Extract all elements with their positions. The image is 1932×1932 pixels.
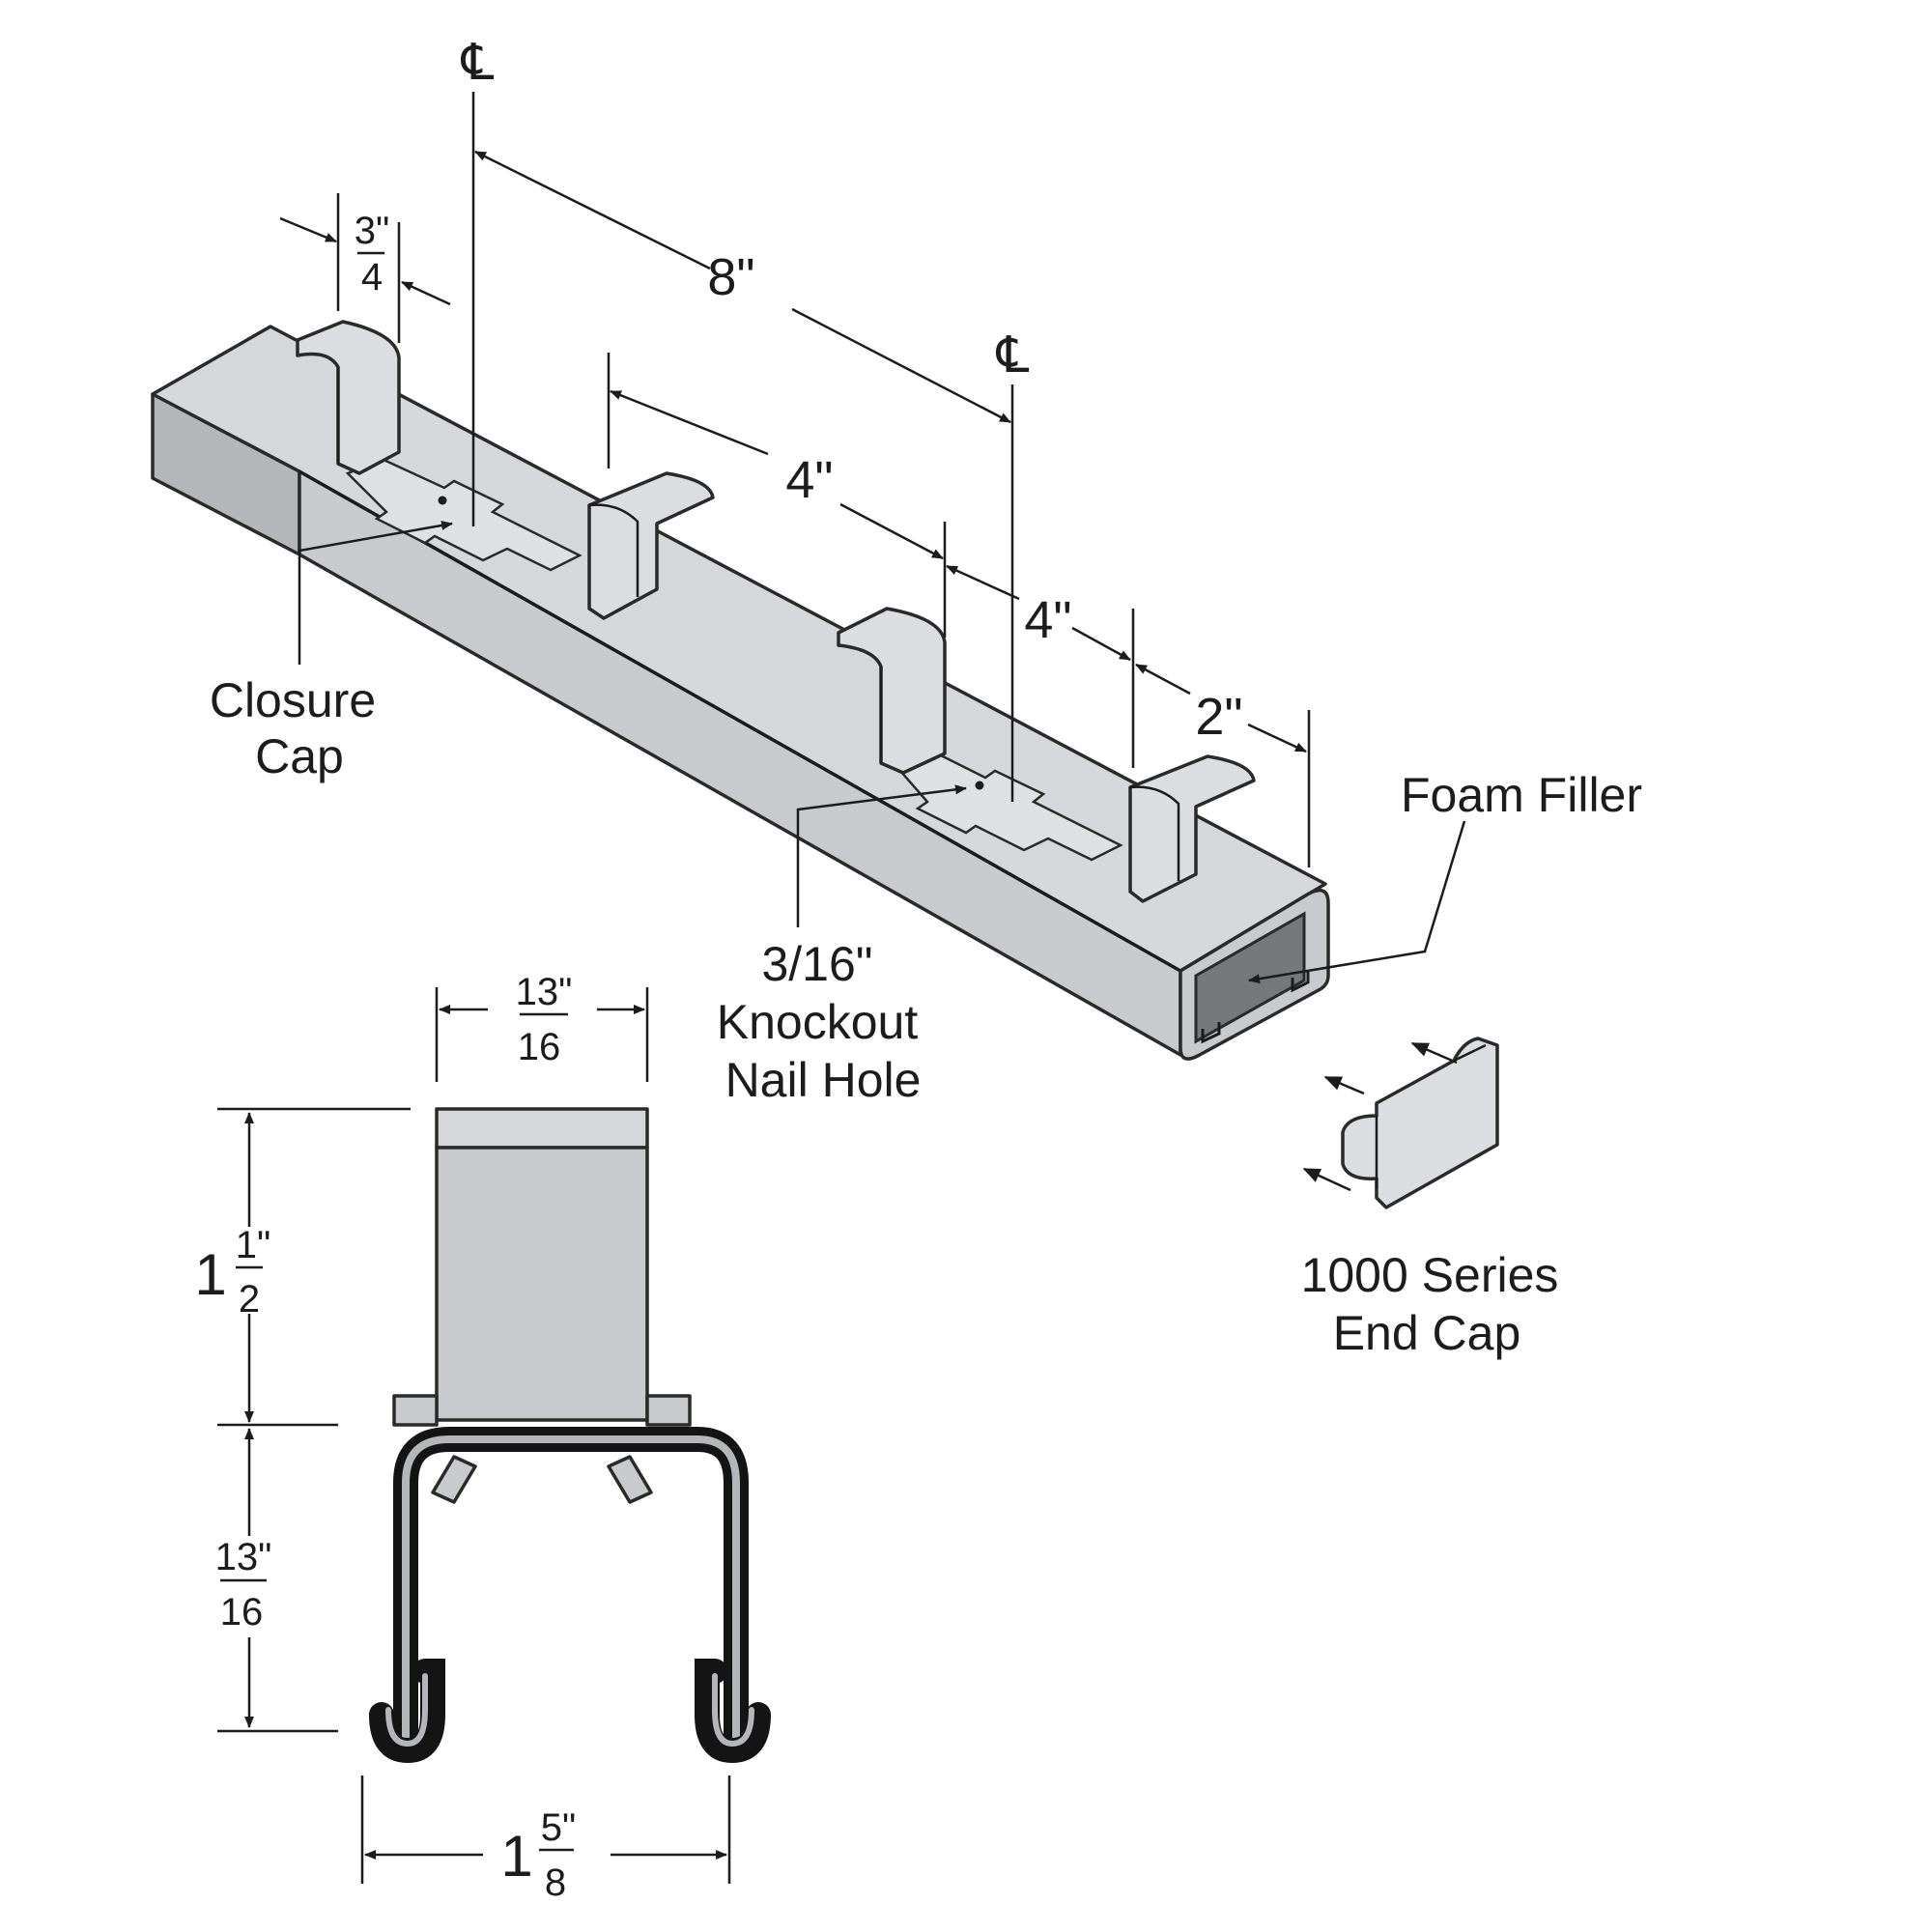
knockout-callout: 3/16" Knockout Nail Hole bbox=[717, 784, 967, 1107]
closure-cap-callout: Closure Cap bbox=[210, 520, 453, 783]
dim-3-4-inch: 3" 4 bbox=[279, 193, 451, 343]
section-ledge-left bbox=[392, 1394, 439, 1427]
knockout-label-2: Knockout bbox=[717, 995, 919, 1049]
dim-4b-label: 4" bbox=[1024, 591, 1071, 649]
channel-lip-left bbox=[1201, 1022, 1221, 1044]
dim-3-4-den: 4 bbox=[361, 256, 383, 298]
dim-8-inch: 8" bbox=[474, 150, 1011, 424]
dim-4-inch-a: 4" bbox=[607, 353, 947, 638]
channel-lip-right bbox=[1291, 970, 1310, 993]
foam-filler-callout: Foam Filler bbox=[1248, 768, 1642, 984]
dim-top-den: 16 bbox=[518, 1026, 561, 1068]
end-cap-body bbox=[1341, 1037, 1499, 1209]
foam-filler-label: Foam Filler bbox=[1401, 768, 1642, 822]
dim-cap-height-den: 2 bbox=[239, 1278, 260, 1321]
centerline-symbol-2: ℄ bbox=[995, 327, 1030, 384]
dim-cap-height-num: 1" bbox=[236, 1224, 270, 1266]
dim-section-channel-height: 13" 16 bbox=[215, 1428, 338, 1733]
centerline-symbol-1: ℄ bbox=[460, 35, 495, 91]
dim-2-label: 2" bbox=[1195, 688, 1242, 746]
dim-section-channel-width: 1 5" 8 bbox=[360, 1776, 731, 1904]
end-cap: 1000 Series End Cap bbox=[1301, 1037, 1559, 1360]
section-ledge-right bbox=[645, 1394, 692, 1427]
dim-channel-width-num: 5" bbox=[541, 1806, 576, 1849]
nail-hole-right bbox=[975, 781, 984, 790]
knockout-label-3: Nail Hole bbox=[725, 1053, 922, 1107]
section-cap-top bbox=[435, 1107, 649, 1150]
dim-3-4-num: 3" bbox=[355, 210, 389, 252]
dim-4a-label: 4" bbox=[785, 451, 833, 509]
section-lip-right bbox=[695, 1659, 771, 1764]
centerline-marks: ℄ ℄ bbox=[460, 35, 1030, 802]
closure-cap-label-2: Cap bbox=[255, 729, 344, 783]
channel-front-edge bbox=[298, 469, 1181, 973]
nail-hole-left bbox=[438, 496, 447, 505]
section-tab-left bbox=[431, 1455, 477, 1504]
cross-section bbox=[369, 1107, 771, 1764]
clip-tab-3 bbox=[837, 607, 947, 775]
dim-channel-height-num: 13" bbox=[215, 1536, 272, 1578]
section-lip-left bbox=[369, 1659, 445, 1764]
dim-section-cap-height: 1 1" 2 bbox=[194, 1107, 411, 1427]
slot-strip-left bbox=[345, 457, 582, 572]
dim-4-inch-b: 4" bbox=[946, 564, 1135, 768]
closure-cap-label-1: Closure bbox=[210, 673, 376, 727]
dim-cap-height-whole: 1 bbox=[194, 1242, 226, 1307]
dim-top-num: 13" bbox=[516, 971, 573, 1013]
dim-section-top-width: 13" 16 bbox=[435, 971, 649, 1082]
dim-channel-width-den: 8 bbox=[545, 1861, 566, 1904]
end-cap-label-2: End Cap bbox=[1333, 1306, 1521, 1360]
clip-tab-1 bbox=[296, 320, 401, 475]
dim-2-inch: 2" bbox=[1135, 663, 1311, 867]
dim-channel-width-whole: 1 bbox=[500, 1824, 532, 1889]
isometric-channel bbox=[151, 320, 1330, 1061]
slot-strip-right bbox=[891, 747, 1123, 862]
section-tab-right bbox=[607, 1455, 653, 1504]
dim-channel-height-den: 16 bbox=[220, 1591, 264, 1634]
knockout-label-1: 3/16" bbox=[761, 937, 872, 991]
end-cap-label-1: 1000 Series bbox=[1301, 1248, 1559, 1302]
dim-8-label: 8" bbox=[707, 248, 754, 306]
section-cap-body bbox=[435, 1146, 649, 1422]
